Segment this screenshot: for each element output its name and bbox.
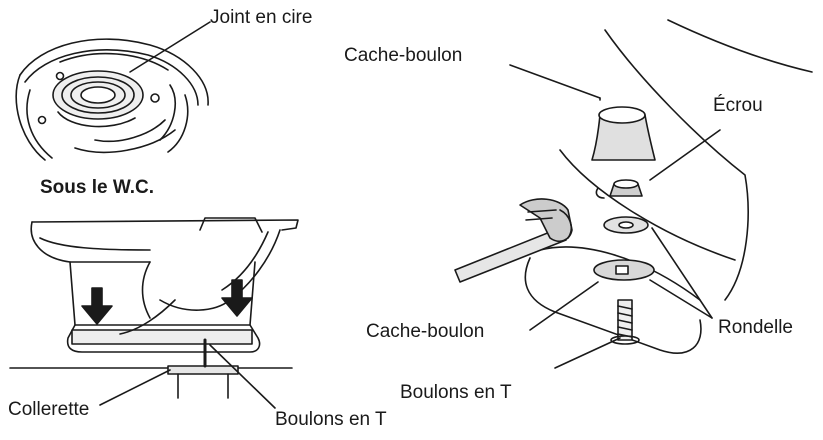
bolt-assembly-view xyxy=(454,19,813,369)
bolt-cap-bottom-label: Cache-boulon xyxy=(366,321,485,342)
bolt-cap-bottom-leader-line xyxy=(529,281,599,331)
toilet-side-view xyxy=(9,217,299,409)
t-bolt-right-leader-line xyxy=(554,337,621,369)
bolt-cap-top-leader-line xyxy=(509,64,601,99)
nut-leader-line xyxy=(649,129,721,181)
t-bolts-right-label: Boulons en T xyxy=(400,382,512,403)
wax-ring-label: Joint en cire xyxy=(210,7,313,28)
nut-label: Écrou xyxy=(713,95,763,116)
t-bolts-left-label: Boulons en T xyxy=(275,409,387,430)
flange-leader-line xyxy=(99,369,171,406)
underside-wax-ring-view xyxy=(15,21,211,161)
bolt-cap-top-label: Cache-boulon xyxy=(344,45,463,66)
washer-leader-line-1 xyxy=(651,227,713,319)
t-bolt-left-leader-line xyxy=(209,344,276,409)
wax-ring-leader-line xyxy=(129,21,211,73)
washer-label: Rondelle xyxy=(718,317,793,338)
flange-label: Collerette xyxy=(8,399,90,420)
washer-leader-line-2 xyxy=(649,279,713,319)
under-wc-heading: Sous le W.C. xyxy=(40,177,155,198)
